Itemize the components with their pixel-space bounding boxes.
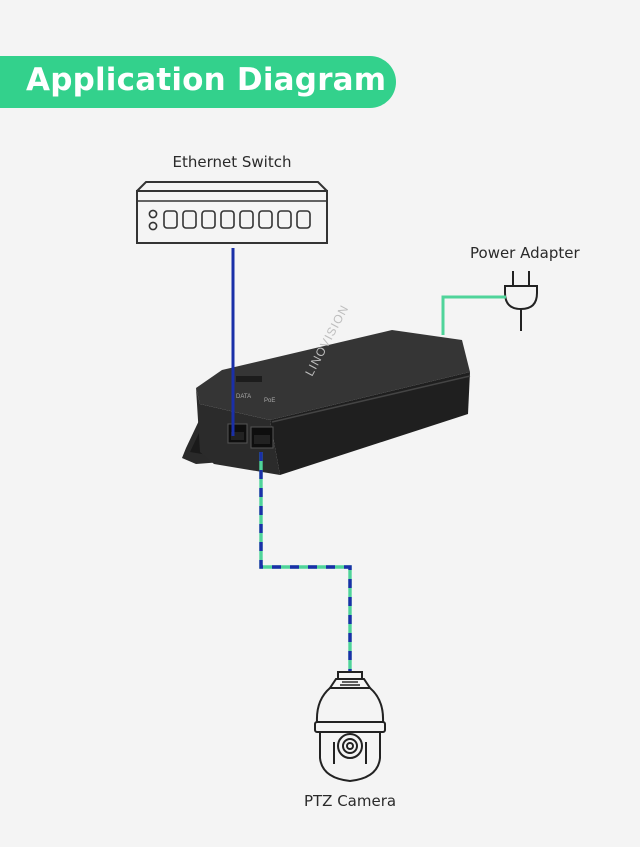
- svg-text:DATA: DATA: [236, 394, 251, 400]
- poe-injector: DATA PoE LINOVISION: [182, 302, 471, 475]
- power-cable: [441, 295, 506, 335]
- power-adapter-label: Power Adapter: [470, 244, 580, 262]
- ptz-camera-label: PTZ Camera: [303, 792, 397, 810]
- power-plug-icon: [504, 271, 538, 331]
- ethernet-switch-label: Ethernet Switch: [172, 153, 292, 171]
- ethernet-switch-icon: [136, 181, 328, 244]
- poe-cable: [259, 452, 352, 672]
- ptz-camera-icon: [314, 671, 386, 783]
- header-banner: [0, 56, 396, 108]
- page-title: Application Diagram: [26, 62, 387, 98]
- svg-text:PoE: PoE: [264, 398, 275, 404]
